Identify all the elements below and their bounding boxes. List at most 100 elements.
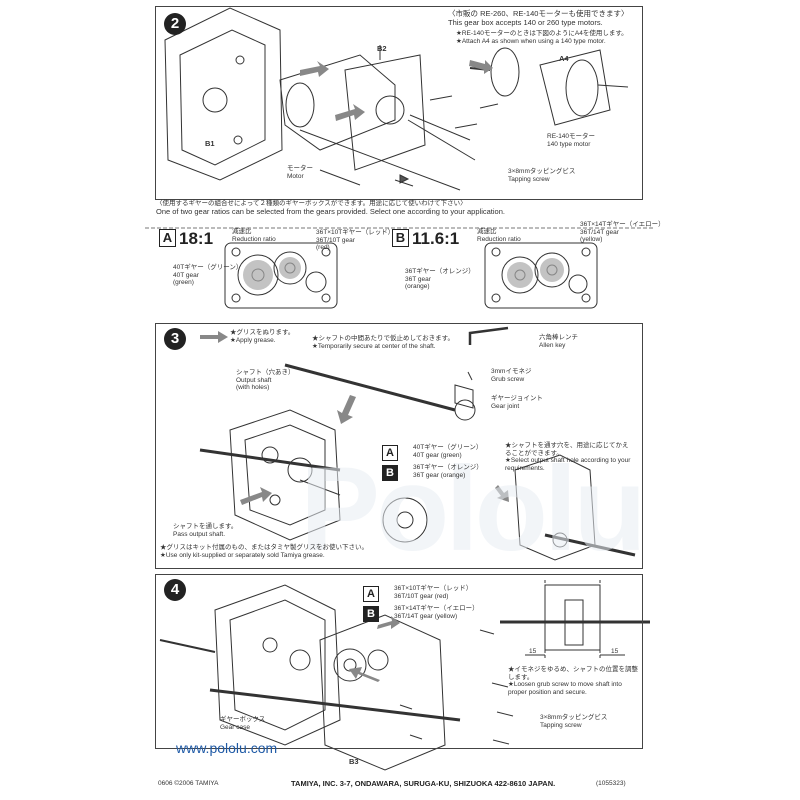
grease-type-note: ★グリスはキット付属のもの、またはタミヤ製グリスをお使い下さい。 ★Use on… xyxy=(160,544,420,559)
ratio-a-gear1: 36T×10Tギヤー（レッド） 36T/10T gear (red) xyxy=(316,229,394,252)
gear-option-a-letter: A xyxy=(382,444,398,461)
motor-note-jp: 〈市販の RE-260、RE-140モーターも使用できます〉 xyxy=(448,9,629,18)
gear-joint-jp: ギヤージョイント xyxy=(491,395,543,402)
ratio-b-label: 減速比 Reduction ratio xyxy=(477,228,521,243)
gear-option-a-text: 40Tギヤー（グリーン） 40T gear (green) xyxy=(413,444,482,459)
motor-note: 〈市販の RE-260、RE-140モーターも使用できます〉 This gear… xyxy=(448,9,638,27)
gear-joint-en: Gear joint xyxy=(491,402,520,410)
temporary-secure-en: ★Temporarily secure at center of the sha… xyxy=(312,342,436,350)
gear-option-4b-jp: 36T×14Tギヤー（イエロー） xyxy=(394,605,479,612)
step-number-4: 4 xyxy=(164,579,186,601)
gear-joint-label: ギヤージョイント Gear joint xyxy=(491,395,543,410)
loosen-grub-note: ★イモネジをゆるめ、シャフトの位置を調整します。 ★Loosen grub sc… xyxy=(508,666,638,696)
ratio-a-value: 18:1 xyxy=(179,229,214,248)
ratio-a-gear2-jp: 40Tギヤー（グリーン） xyxy=(173,264,243,271)
gear-option-a-en: 40T gear (green) xyxy=(413,451,462,459)
loosen-grub-jp: ★イモネジをゆるめ、シャフトの位置を調整します。 xyxy=(508,666,638,681)
gear-case-jp: ギヤーボックス xyxy=(220,716,266,723)
gear-option-b-letter: B xyxy=(382,464,398,481)
grub-screw-en: Grub screw xyxy=(491,375,525,383)
label-b2: B2 xyxy=(377,44,387,53)
ratio-a-gear2-en: 40T gear xyxy=(173,271,199,279)
ratio-b-label-jp: 減速比 xyxy=(477,228,497,235)
ratio-b-gear2: 36Tギヤー（オレンジ） 36T gear (orange) xyxy=(405,268,475,291)
ratio-a-label-jp: 減速比 xyxy=(232,228,252,235)
label-a4: A4 xyxy=(559,54,569,63)
gear-option-4a-letter: A xyxy=(363,585,379,602)
ratio-a-gear1-jp: 36T×10Tギヤー（レッド） xyxy=(316,229,395,236)
watermark: Pololu xyxy=(300,442,647,576)
company-address: TAMIYA, INC. 3-7, ONDAWARA, SURUGA-KU, S… xyxy=(291,779,556,788)
output-shaft-jp: シャフト（穴あき） xyxy=(236,369,295,376)
re140-motor-en: 140 type motor xyxy=(547,140,591,148)
document-code: (1055323) xyxy=(596,780,626,787)
gear-option-4b-letter: B xyxy=(363,605,379,622)
gear-option-4a-text: 36T×10Tギヤー（レッド） 36T/10T gear (red) xyxy=(394,585,472,600)
gear-option-4a-en: 36T/10T gear (red) xyxy=(394,592,449,600)
dimension-right: 15 xyxy=(611,648,619,655)
re140-note-en: ★Attach A4 as shown when using a 140 typ… xyxy=(456,37,606,45)
ratio-b-letter: B xyxy=(392,229,409,247)
tapping-screw-en-2: Tapping screw xyxy=(508,175,550,183)
pass-shaft-jp: シャフトを通します。 xyxy=(173,523,238,530)
gear-option-b: B xyxy=(382,464,398,482)
ratio-b-gear1-en: 36T/14T gear xyxy=(580,228,619,236)
label-b1: B1 xyxy=(205,139,215,148)
temporary-secure-jp: ★シャフトの中間あたりで仮止めしておきます。 xyxy=(312,335,454,342)
gear-option-b-en: 36T gear (orange) xyxy=(413,471,466,479)
step-3-panel xyxy=(155,323,643,569)
ratio-a-label-en: Reduction ratio xyxy=(232,235,276,243)
step-number-3: 3 xyxy=(164,328,186,350)
re140-note: ★RE-140モーターのときは下図のようにA4を使用します。 ★Attach A… xyxy=(456,30,636,45)
apply-grease-note: ★グリスをぬります。 ★Apply grease. xyxy=(230,329,294,344)
allen-key-jp: 六角棒レンチ xyxy=(539,334,578,341)
grub-screw-label: 3mmイモネジ Grub screw xyxy=(491,368,531,383)
ratio-a-gear2-color: (green) xyxy=(173,279,194,286)
tapping-screw-jp-4: 3×8mmタッピングビス xyxy=(540,714,608,721)
select-hole-note: ★シャフトを通す穴を、用途に応じてかえることができます。 ★Select out… xyxy=(505,442,633,472)
select-hole-en: ★Select output shaft hole according to y… xyxy=(505,457,631,472)
step-number-2: 2 xyxy=(164,13,186,35)
gear-option-4a-jp: 36T×10Tギヤー（レッド） xyxy=(394,585,473,592)
select-hole-jp: ★シャフトを通す穴を、用途に応じてかえることができます。 xyxy=(505,442,629,457)
ratio-a-label: 減速比 Reduction ratio xyxy=(232,228,276,243)
gear-case-label: ギヤーボックス Gear case xyxy=(220,716,265,731)
ratio-intro-jp: 〈使用するギヤーの組合せによって２種類のギヤーボックスができます。用途に応じて使… xyxy=(156,200,467,207)
grease-type-en: ★Use only kit-supplied or separately sol… xyxy=(160,551,325,559)
gear-option-4b-text: 36T×14Tギヤー（イエロー） 36T/14T gear (yellow) xyxy=(394,605,479,620)
tapping-screw-jp-2: 3×8mmタッピングビス xyxy=(508,168,576,175)
gear-option-b-text: 36Tギヤー（オレンジ） 36T gear (orange) xyxy=(413,464,483,479)
re140-note-jp: ★RE-140モーターのときは下図のようにA4を使用します。 xyxy=(456,30,628,37)
ratio-a-letter: A xyxy=(159,229,176,247)
gear-option-4a: A xyxy=(363,585,379,603)
pass-shaft-en: Pass output shaft. xyxy=(173,530,226,538)
ratio-b-gear2-jp: 36Tギヤー（オレンジ） xyxy=(405,268,475,275)
ratio-b-value: 11.6:1 xyxy=(412,229,460,248)
gear-option-b-jp: 36Tギヤー（オレンジ） xyxy=(413,464,483,471)
allen-key-label: 六角棒レンチ Allen key xyxy=(539,334,578,349)
gear-option-a: A xyxy=(382,444,398,462)
gear-option-4b: B xyxy=(363,605,379,623)
step-2-panel xyxy=(155,6,643,200)
output-shaft-label: シャフト（穴あき） Output shaft (with holes) xyxy=(236,369,295,392)
pass-shaft-note: シャフトを通します。 Pass output shaft. xyxy=(173,523,237,538)
gear-option-4b-en: 36T/14T gear (yellow) xyxy=(394,612,458,620)
ratio-b-gear2-en: 36T gear xyxy=(405,275,431,283)
re140-motor-label: RE-140モーター 140 type motor xyxy=(547,133,595,148)
allen-key-en: Allen key xyxy=(539,341,566,349)
ratio-a-gear1-color: (red) xyxy=(316,244,330,251)
dimension-left: 15 xyxy=(529,648,537,655)
step-4-panel xyxy=(155,574,643,749)
ratio-intro-en: One of two gear ratios can be selected f… xyxy=(156,206,505,216)
temporary-secure-note: ★シャフトの中間あたりで仮止めしておきます。 ★Temporarily secu… xyxy=(312,335,454,350)
motor-note-en: This gear box accepts 140 or 260 type mo… xyxy=(448,18,603,27)
tapping-screw-en-4: Tapping screw xyxy=(540,721,582,729)
copyright: 0606 ©2006 TAMIYA xyxy=(158,780,219,787)
ratio-b-label-en: Reduction ratio xyxy=(477,235,521,243)
motor-label: モーター Motor xyxy=(287,165,313,180)
motor-label-en: Motor xyxy=(287,172,304,180)
re140-motor-jp: RE-140モーター xyxy=(547,133,596,140)
apply-grease-en: ★Apply grease. xyxy=(230,336,276,344)
